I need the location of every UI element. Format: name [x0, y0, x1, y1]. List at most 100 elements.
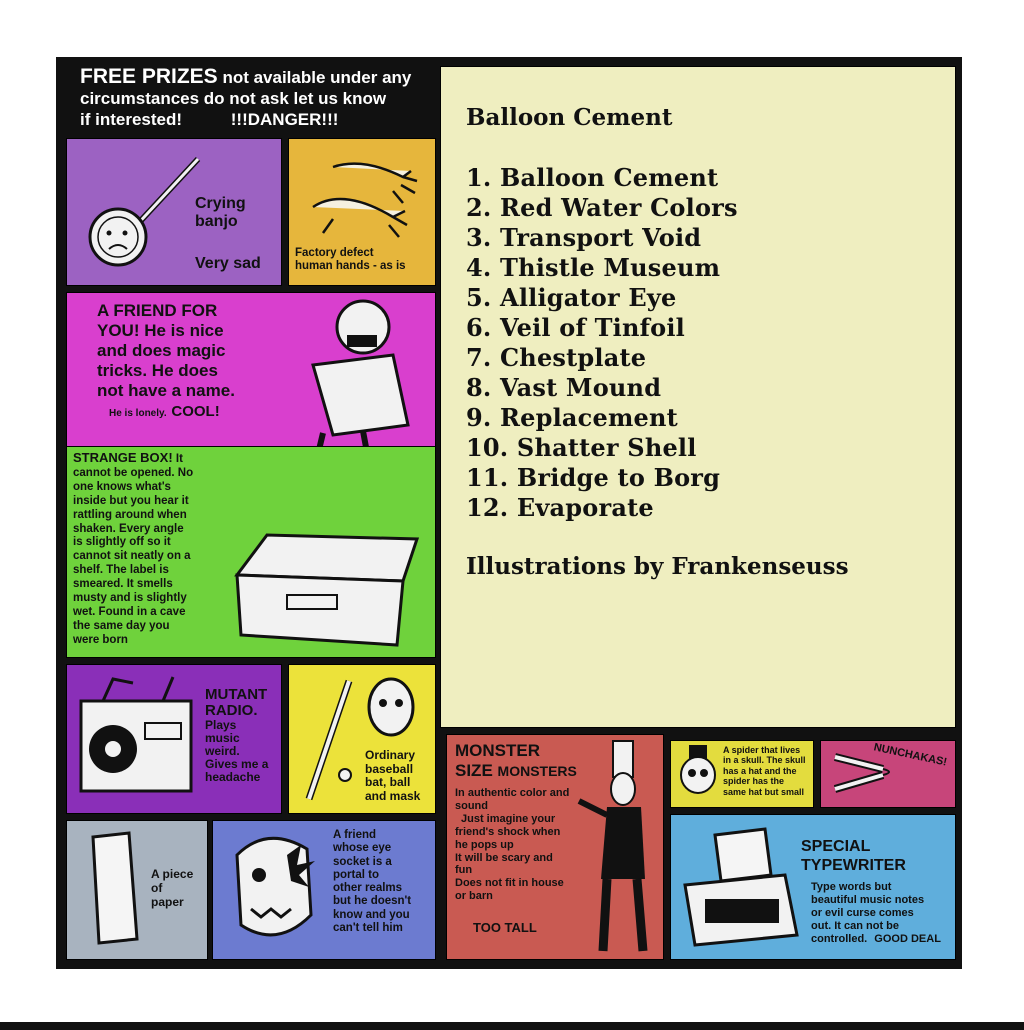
spider-caption-line: A spider that lives: [723, 745, 801, 755]
track-item: 4. Thistle Museum: [466, 253, 721, 282]
track-item: 1. Balloon Cement: [466, 163, 719, 192]
friend-caption: A FRIEND FOR YOU! He is nice and does ma…: [97, 301, 235, 424]
banner-headline: FREE PRIZES: [80, 65, 218, 88]
bat-caption-line: Ordinary: [365, 748, 416, 762]
banjo-caption-line: Crying: [195, 195, 246, 212]
radio-caption-line: Plays: [205, 718, 237, 732]
track-item: 12. Evaporate: [466, 493, 654, 522]
tracklist: Balloon Cement 1. Balloon Cement 2. Red …: [466, 104, 926, 580]
too-tall-label: TOO TALL: [473, 920, 537, 935]
radio-title: MUTANT: [205, 686, 268, 703]
friend-caption-line: and does magic: [97, 341, 226, 360]
track-list: 1. Balloon Cement 2. Red Water Colors 3.…: [466, 163, 926, 523]
typewriter-caption: Type words but beautiful music notes or …: [811, 881, 941, 946]
tall-monster-icon: [577, 740, 648, 952]
banjo-note: Very sad: [195, 255, 261, 272]
monster-caption-line: It will be scary and: [455, 851, 553, 864]
paper-icon: [91, 831, 139, 945]
eye-portal-panel: A friend whose eye socket is a portal to…: [212, 820, 436, 960]
monster-title-line: SIZE: [455, 761, 493, 780]
illustration-credit: Illustrations by Frankenseuss: [466, 553, 849, 580]
eye-caption-line: but he doesn't: [333, 895, 412, 908]
friend-cool-label: COOL!: [171, 403, 220, 420]
typewriter-caption-line: out. It can not be: [811, 920, 899, 932]
radio-caption-line: headache: [205, 770, 261, 784]
strange-box-line: were born: [73, 633, 128, 646]
baseball-bat-icon: [305, 677, 415, 801]
hands-panel: Factory defect human hands - as is: [288, 138, 436, 286]
banner: FREE PRIZES not available under any circ…: [80, 66, 430, 130]
eye-caption-line: socket is a: [333, 855, 392, 868]
eye-portal-caption: A friend whose eye socket is a portal to…: [333, 829, 411, 935]
bat-caption-line: baseball: [365, 761, 414, 776]
paper-panel: A piece of paper: [66, 820, 208, 960]
ventriloquist-doll-icon: [309, 299, 410, 498]
typewriter-caption-line: or evil curse comes: [811, 907, 914, 919]
nunchaku-icon: [833, 753, 890, 793]
strange-box-line: wet. Found in a cave: [73, 605, 186, 618]
hands-caption-line: human hands - as is: [295, 259, 406, 272]
strange-box-title: STRANGE BOX!: [73, 450, 173, 465]
radio-caption-line: weird.: [205, 744, 240, 758]
monster-caption-line: Does not fit in house: [455, 877, 564, 890]
typewriter-title-line: SPECIAL: [801, 838, 871, 855]
track-item: 2. Red Water Colors: [466, 193, 738, 222]
strange-box-line: cannot sit neatly on a: [73, 550, 191, 563]
typewriter-title: SPECIAL TYPEWRITER: [801, 837, 906, 875]
spider-caption-line: same hat but small: [723, 786, 805, 797]
portal-face-icon: [235, 836, 315, 937]
spider-skull-panel: A spider that lives in a skull. The skul…: [670, 740, 814, 808]
monster-title-line: MONSTERS: [497, 763, 577, 779]
strange-box-text: STRANGE BOX! It cannot be opened. No one…: [73, 451, 223, 648]
eye-caption-line: portal to: [333, 868, 379, 881]
friend-caption-line: YOU! He is nice: [97, 321, 224, 340]
typewriter-title-line: TYPEWRITER: [801, 857, 906, 874]
monster-caption-line: friend's shock when: [455, 825, 561, 838]
bat-caption-line: and mask: [365, 788, 421, 803]
album-title: Balloon Cement: [466, 104, 673, 131]
strange-box-line: cannot be opened. No: [73, 466, 194, 479]
monster-caption: In authentic color and sound Just imagin…: [455, 787, 569, 903]
strange-box-line: It: [175, 453, 183, 465]
radio-icon: [79, 676, 193, 793]
spider-caption-line: has a hat and the: [723, 765, 797, 776]
eye-caption-line: can't tell him: [333, 922, 403, 935]
strange-box-line: one knows what's: [73, 480, 171, 493]
monster-title: MONSTER SIZE MONSTERS: [455, 741, 577, 781]
track-item: 7. Chestplate: [466, 343, 647, 372]
monster-panel: MONSTER SIZE MONSTERS In authentic color…: [446, 734, 664, 960]
danger-label: !!!DANGER!!!: [230, 110, 339, 129]
eye-caption-line: A friend: [333, 829, 377, 841]
paper-caption-line: paper: [151, 895, 184, 909]
strange-box-line: smeared. It smells: [73, 578, 173, 591]
bottom-edge-bar: [0, 1022, 1024, 1030]
track-item: 5. Alligator Eye: [466, 283, 677, 312]
nunchakas-panel: NUNCHAKAS!: [820, 740, 956, 808]
radio-caption-line: Gives me a: [205, 757, 269, 771]
banjo-caption-line: banjo: [195, 212, 238, 230]
eye-caption-line: know and you: [333, 908, 410, 921]
track-item: 11. Bridge to Borg: [466, 463, 721, 492]
radio-caption-line: music: [205, 731, 240, 745]
good-deal-label: GOOD DEAL: [874, 933, 941, 945]
strange-box-line: shelf. The label is: [73, 564, 169, 577]
strange-box-line: rattling around when: [73, 508, 187, 521]
banner-line1: not available under any: [222, 68, 412, 87]
spider-caption-line: spider has the: [723, 776, 785, 787]
strange-box-line: shaken. Every angle: [73, 522, 184, 535]
track-item: 8. Vast Mound: [466, 373, 662, 402]
box-icon: [234, 533, 420, 647]
banjo-icon: [88, 156, 201, 267]
strange-box-line: the same day you: [73, 619, 170, 632]
typewriter-caption-line: controlled.: [811, 933, 868, 945]
track-item: 6. Veil of Tinfoil: [466, 313, 685, 342]
track-item: 3. Transport Void: [466, 223, 702, 252]
spider-caption-line: in a skull. The skull: [723, 755, 806, 766]
bat-caption: Ordinary baseball bat, ball and mask: [365, 748, 421, 803]
eye-caption-line: other realms: [333, 882, 403, 895]
friend-caption-line: tricks. He does: [97, 361, 218, 380]
banjo-panel: Crying banjo Very sad: [66, 138, 282, 286]
bat-caption-line: bat, ball: [365, 775, 411, 789]
friend-caption-line: A FRIEND FOR: [97, 301, 218, 320]
tracklist-panel: [440, 66, 956, 728]
